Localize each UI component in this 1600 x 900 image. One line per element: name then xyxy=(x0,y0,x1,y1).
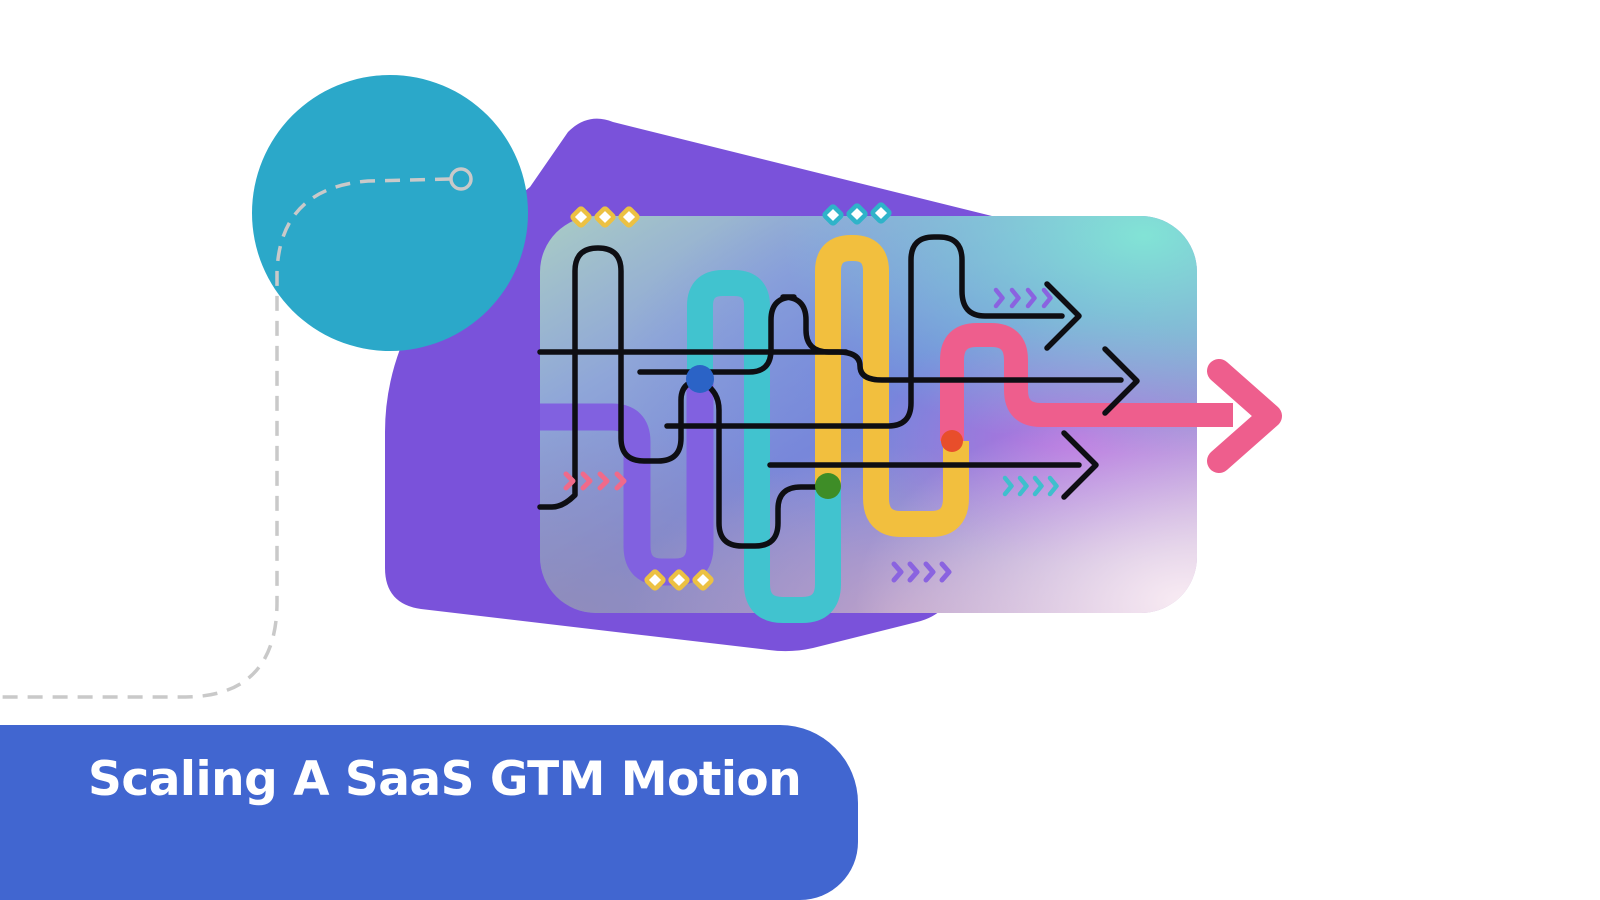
yellow-diamonds-bottom xyxy=(644,569,714,591)
black-arrowhead-middle xyxy=(1102,346,1140,416)
black-arrows xyxy=(1044,281,1140,500)
dashed-route xyxy=(0,177,451,699)
orange-junction-dot xyxy=(941,430,963,452)
pink-chevrons xyxy=(563,471,627,491)
pink-exit-arrow xyxy=(1207,359,1282,473)
page-title: Scaling A SaaS GTM Motion xyxy=(88,752,802,807)
yellow-diamonds-top xyxy=(570,206,640,228)
purple-chevrons-bottom xyxy=(891,561,952,583)
blue-junction-dot xyxy=(686,365,714,393)
yellow-route-line xyxy=(815,235,969,537)
purple-chevrons-top xyxy=(993,287,1053,309)
teal-circle xyxy=(252,75,528,351)
pink-route-line xyxy=(940,323,1233,441)
route-ring-endpoint xyxy=(449,167,473,191)
black-arrowhead-bottom xyxy=(1061,430,1099,500)
purple-route-line xyxy=(540,379,714,586)
teal-route-line xyxy=(687,270,841,623)
green-junction-dot xyxy=(815,473,841,499)
teal-chevrons xyxy=(1002,475,1059,497)
black-route-lines xyxy=(537,234,1124,549)
teal-diamonds-top xyxy=(822,202,892,226)
black-arrowhead-top xyxy=(1044,281,1082,351)
title-banner: Scaling A SaaS GTM Motion xyxy=(0,725,858,900)
